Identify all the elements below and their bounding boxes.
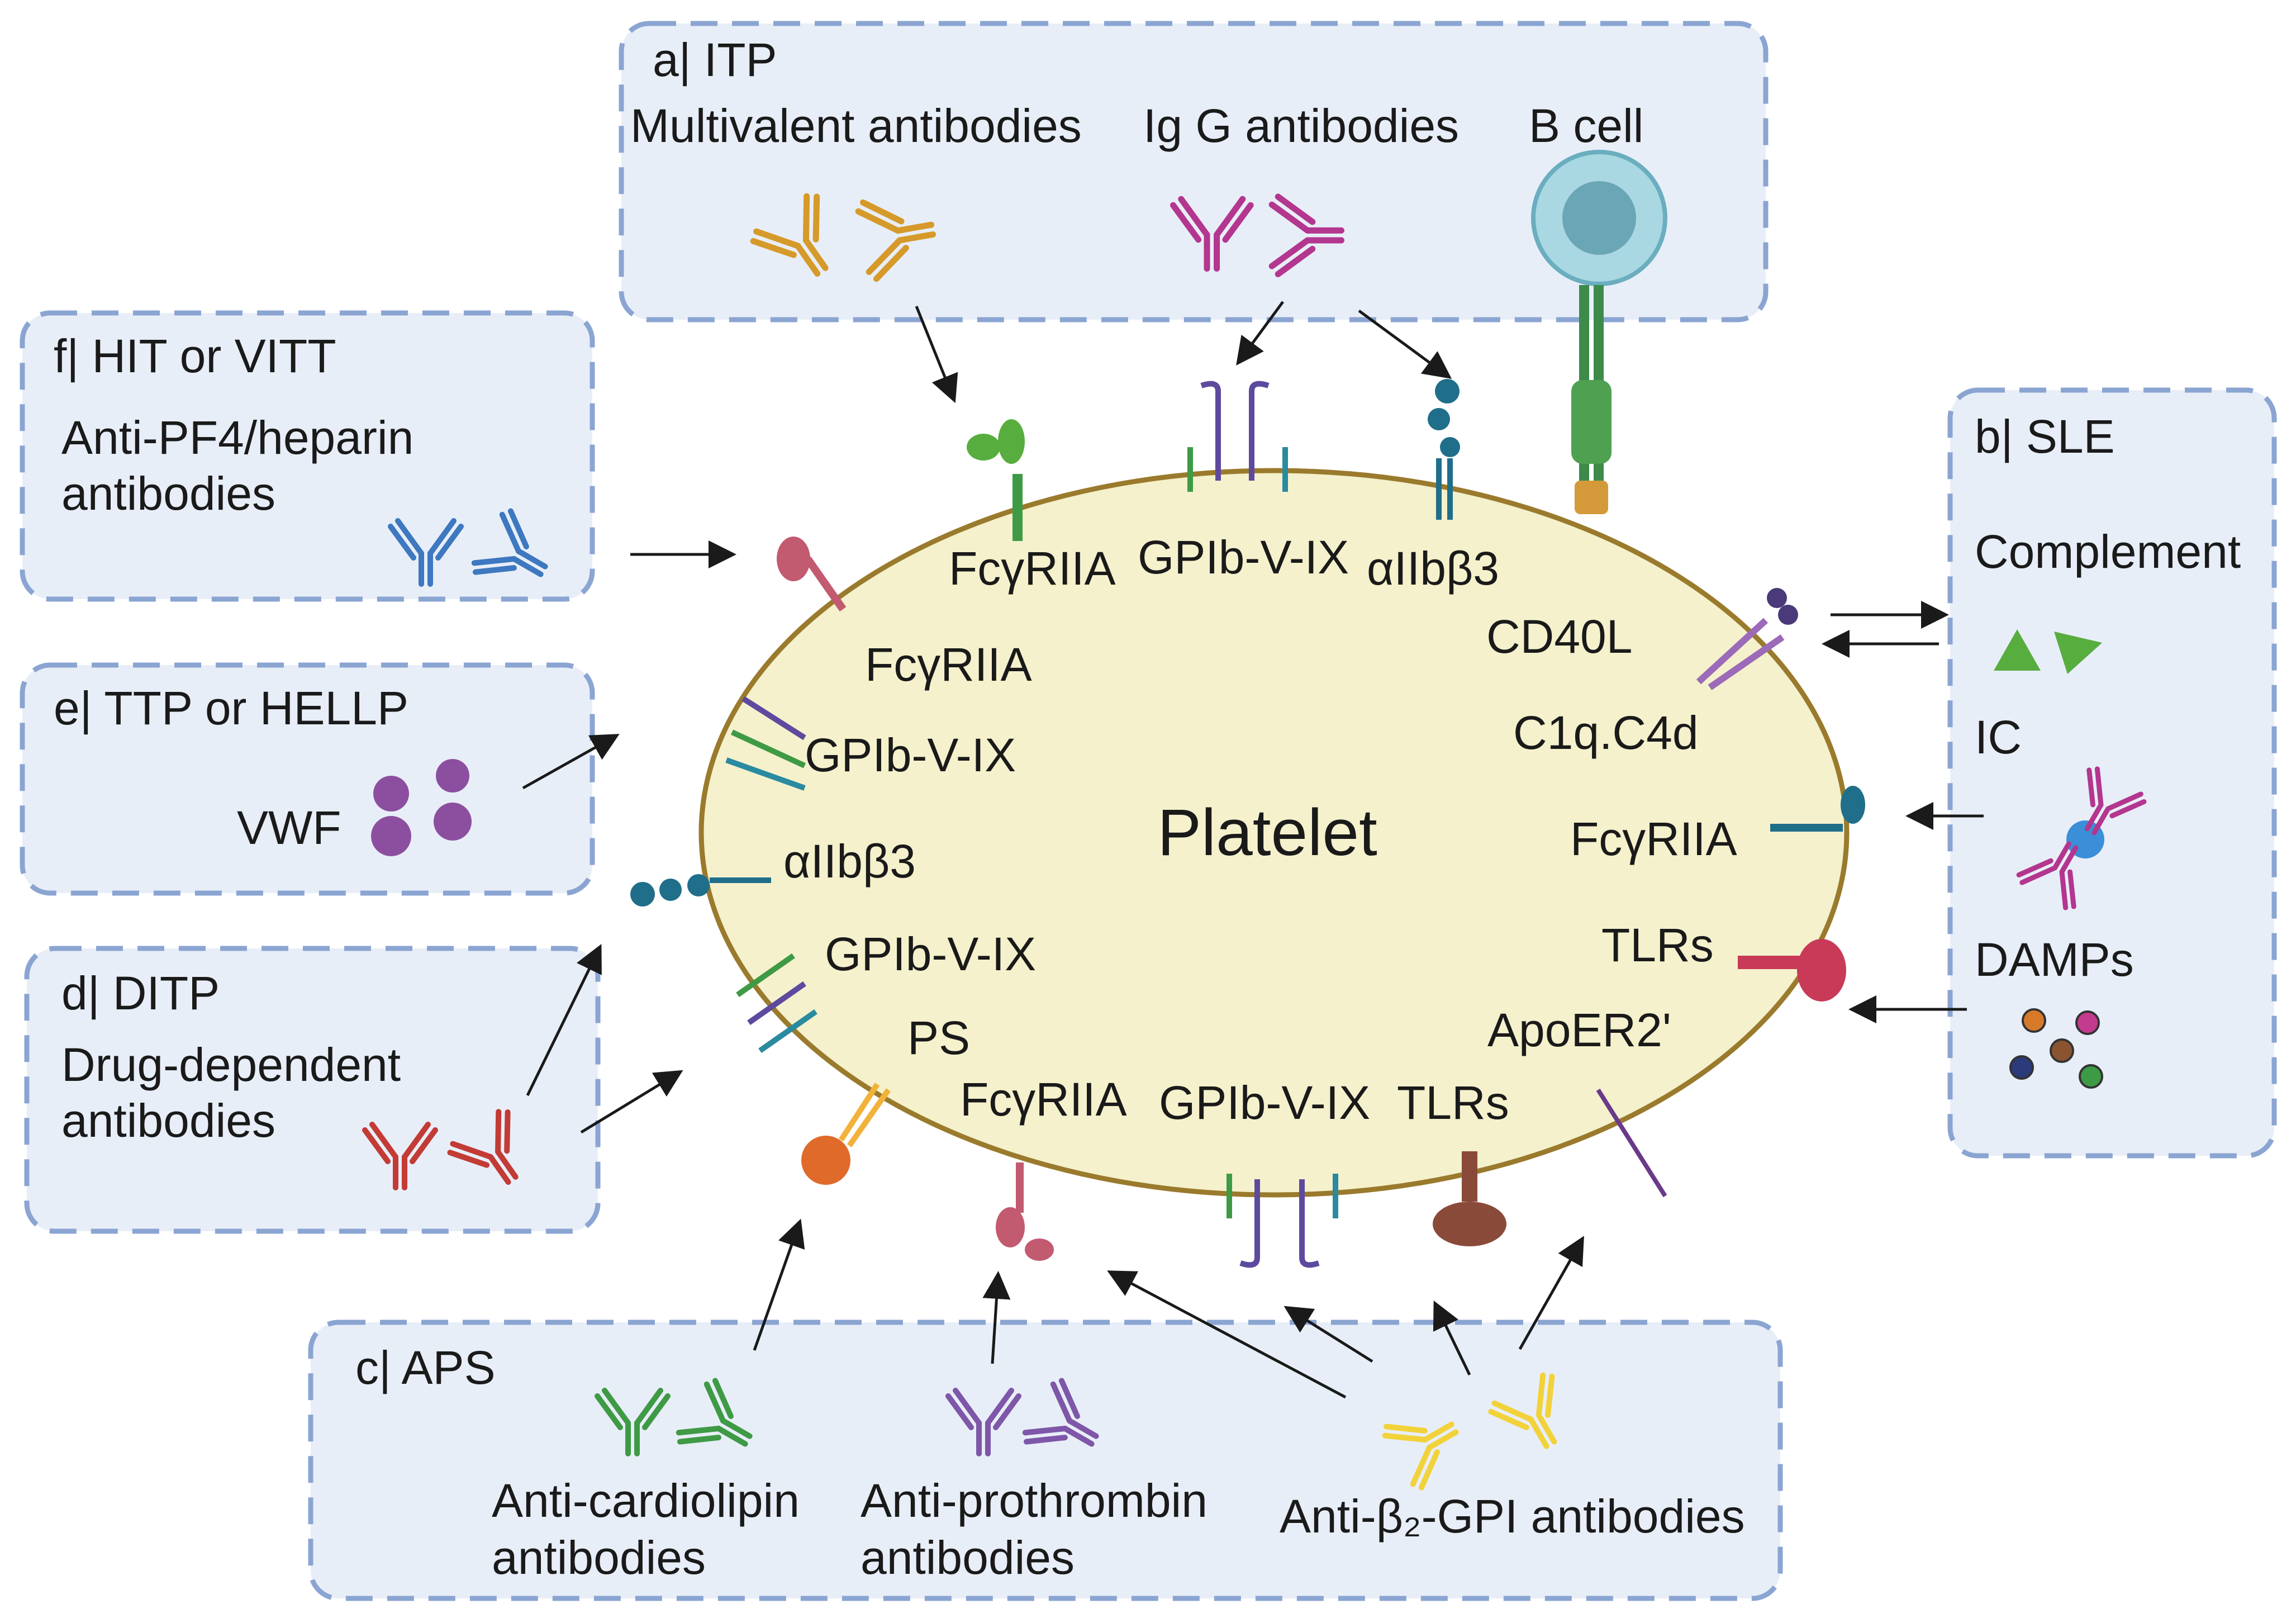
igg-antibodies-label: Ig G antibodies — [1143, 99, 1459, 152]
aiib-receptor-top-icon — [1428, 379, 1460, 520]
panel-c-title: c| APS — [355, 1341, 496, 1394]
complement-label: Complement — [1975, 525, 2241, 578]
arrow-b2gpi-to-gpib — [1284, 1306, 1373, 1363]
arrow-ditp-to-gpib — [580, 1070, 683, 1134]
arrow-igg-to-aiib — [1358, 309, 1452, 379]
gpib-left-label: GPIb-V-IX — [805, 729, 1016, 781]
multivalent-antibodies-label: Multivalent antibodies — [630, 99, 1082, 152]
damps-label: DAMPs — [1975, 933, 2134, 986]
fcgr-receptor-top-icon — [967, 419, 1025, 541]
aiib-left-label: αIIbβ3 — [783, 835, 916, 888]
vwf-label: VWF — [237, 801, 341, 854]
fcgr-receptor-bottom-icon — [996, 1162, 1054, 1261]
anti-b2gpi-label: Anti-β₂-GPI antibodies — [1280, 1490, 1745, 1543]
apoer2-label: ApoER2' — [1487, 1004, 1671, 1056]
drug-dependent-label-2: antibodies — [61, 1094, 275, 1147]
vwf-icon — [371, 759, 472, 856]
b-cell-icon — [1531, 150, 1667, 514]
b-cell-label: B cell — [1529, 99, 1643, 152]
arrow-acl-to-ps — [753, 1218, 805, 1351]
anti-cardiolipin-label-2: antibodies — [492, 1531, 706, 1584]
gpib-receptor-top-icon — [1187, 381, 1288, 492]
gpib-top-label: GPIb-V-IX — [1138, 531, 1349, 583]
fcgr-top-label: FcγRIIA — [949, 542, 1116, 595]
anti-pf4-label-2: antibodies — [61, 467, 275, 520]
anti-pf4-label: Anti-PF4/heparin — [61, 411, 413, 464]
platelet-label: Platelet — [1157, 796, 1377, 870]
arrow-b2gpi-to-apoer2 — [1518, 1236, 1584, 1350]
immune-complex-icon — [2017, 766, 2147, 911]
gpib-receptor-bottom-icon — [1227, 1174, 1338, 1268]
fcgr-upperleft-label: FcγRIIA — [865, 638, 1032, 691]
fcgr-bottom-label: FcγRIIA — [960, 1073, 1127, 1126]
panel-d-title: d| DITP — [61, 967, 220, 1019]
aiib-top-label: αIIbβ3 — [1367, 542, 1499, 595]
panel-b-sle — [1947, 387, 2277, 1159]
tlrs-bottom-label: TLRs — [1397, 1076, 1509, 1129]
gpib-receptor-lowerleft-icon — [736, 953, 817, 1053]
arrow-b2gpi-to-fcgr — [1107, 1270, 1347, 1399]
apoer2-receptor-icon — [1596, 1088, 1667, 1198]
gpib-lowerleft-label: GPIb-V-IX — [825, 928, 1036, 980]
c1q-label: C1q.C4d — [1513, 706, 1699, 759]
arrow-igg-to-gpib — [1236, 301, 1285, 366]
panel-f-title: f| HIT or VITT — [54, 330, 336, 382]
gpib-bottom-label: GPIb-V-IX — [1159, 1076, 1370, 1129]
fcgr-right-label: FcγRIIA — [1570, 813, 1737, 865]
arrow-b2gpi-to-tlrs — [1433, 1300, 1471, 1376]
anti-cardiolipin-label: Anti-cardiolipin — [492, 1474, 800, 1527]
arrow-apt-to-fcgr — [982, 1271, 1011, 1364]
arrow-multivalent-to-fcgr — [915, 306, 958, 404]
panel-d-ditp — [24, 946, 601, 1234]
panel-b-title: b| SLE — [1975, 410, 2115, 463]
complement-icon — [1994, 629, 2102, 674]
panel-a-title: a| ITP — [653, 34, 777, 86]
fcgr-receptor-right-icon — [1770, 786, 1865, 832]
anti-prothrombin-label: Anti-prothrombin — [861, 1474, 1208, 1527]
ps-receptor-icon — [801, 1083, 891, 1185]
arrow-ditp-to-aiib — [526, 944, 602, 1097]
anti-prothrombin-label-2: antibodies — [861, 1531, 1075, 1584]
arrow-vwf-to-gpib — [522, 734, 620, 790]
ic-label: IC — [1975, 711, 2022, 763]
platelet-cell — [698, 468, 1850, 1198]
ps-label: PS — [907, 1012, 970, 1064]
tlrs-right-label: TLRs — [1601, 919, 1714, 971]
panel-c-aps — [308, 1320, 1783, 1601]
cd40l-label: CD40L — [1486, 610, 1632, 663]
drug-dependent-label: Drug-dependent — [61, 1038, 401, 1091]
cd40l-c1q-receptor-icon — [1696, 588, 1798, 690]
tlrs-receptor-bottom-icon — [1433, 1151, 1506, 1246]
damps-icon — [2009, 1008, 2103, 1089]
tlrs-receptor-right-icon — [1738, 939, 1846, 1002]
gpib-receptor-left-icon — [725, 696, 806, 791]
aiib-receptor-left-icon — [630, 874, 771, 907]
arrows — [522, 301, 1984, 1399]
panel-e-title: e| TTP or HELLP — [54, 682, 408, 734]
fcgr-receptor-upperleft-icon — [777, 537, 847, 612]
